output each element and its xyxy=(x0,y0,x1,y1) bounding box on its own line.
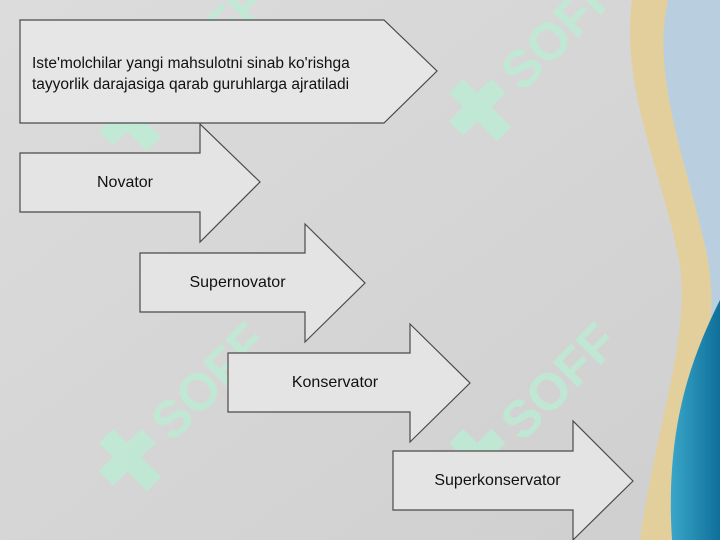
intro-line-1: Iste'molchilar yangi mahsulotni sinab ko… xyxy=(32,55,350,72)
arrow-novator xyxy=(19,122,261,244)
intro-text: Iste'molchilar yangi mahsulotni sinab ko… xyxy=(32,53,432,95)
wave-blue xyxy=(670,300,720,540)
label-novator: Novator xyxy=(96,174,154,191)
intro-arrow-shape xyxy=(19,19,438,124)
arrow-konservator xyxy=(227,322,471,444)
label-superkonservator: Superkonservator xyxy=(434,472,561,489)
decorative-wave xyxy=(629,0,720,540)
arrow-supernovator xyxy=(139,222,366,344)
label-supernovator: Supernovator xyxy=(189,274,286,291)
watermark-mark-icon xyxy=(98,428,162,492)
watermark-mark-icon xyxy=(448,78,512,142)
intro-line-2: tayyorlik darajasiga qarab guruhlarga aj… xyxy=(32,76,350,93)
arrow-superkonservator xyxy=(392,419,634,540)
label-konservator: Konservator xyxy=(291,374,379,391)
